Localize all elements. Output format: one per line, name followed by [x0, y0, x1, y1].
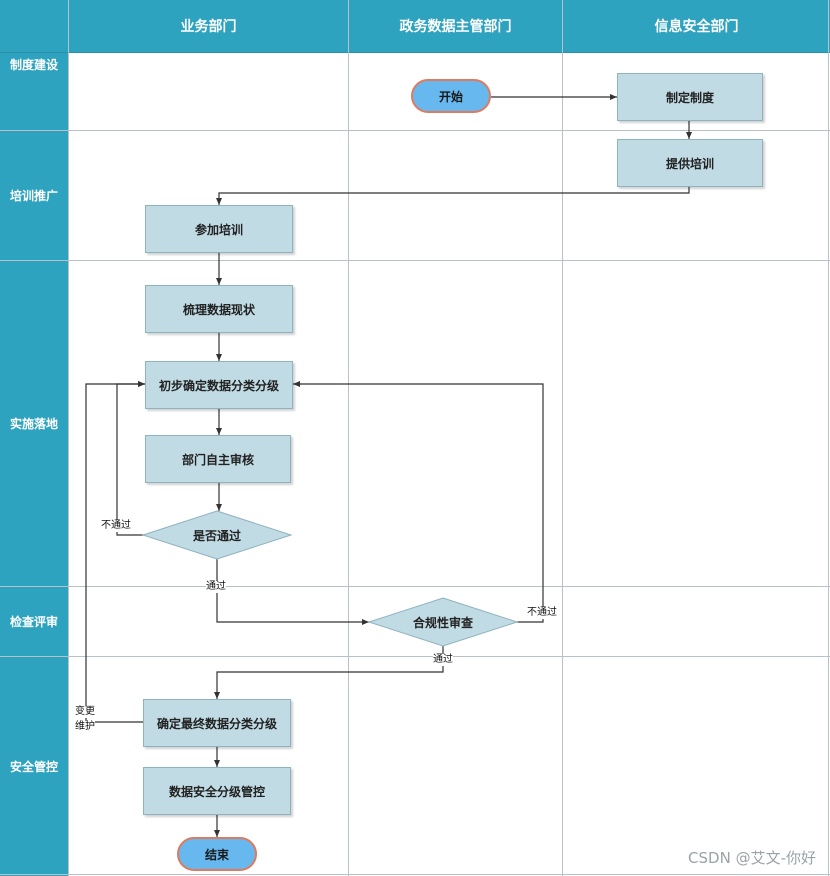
lane-header-security: 安全管控: [0, 657, 68, 876]
sort-data-box: 梳理数据现状: [145, 285, 293, 333]
edge-decision-not-passed: [116, 381, 145, 536]
edge-compliance-passed: [214, 646, 444, 699]
edge-training-to-attend: [216, 187, 690, 205]
decision-passed-label: 是否通过: [192, 528, 241, 543]
lane-divider: [0, 130, 830, 131]
edge-compliance-not-passed: [293, 381, 544, 623]
decision-diamond-compliance: [367, 597, 519, 647]
self-review-box: 部门自主审核: [145, 435, 291, 483]
column-divider: [68, 0, 69, 876]
column-header-info-sec: 信息安全部门: [563, 0, 830, 52]
lane-header-training: 培训推广: [0, 131, 68, 260]
column-divider: [562, 0, 563, 876]
edge-final-change: [85, 381, 145, 723]
edge-decision-passed: [216, 559, 369, 625]
lane-divider: [0, 656, 830, 657]
end-terminal: 结束: [177, 837, 257, 871]
provide-training-box: 提供培训: [617, 139, 763, 187]
column-divider: [828, 0, 829, 876]
attend-training-box: 参加培训: [145, 205, 293, 253]
security-control-box: 数据安全分级管控: [143, 767, 291, 815]
edge-label-maintain: 维护: [75, 721, 95, 733]
edge-label-not-passed-2: 不通过: [527, 607, 557, 619]
start-terminal: 开始: [411, 79, 491, 113]
decision-diamond-passed: [141, 510, 293, 560]
column-divider: [348, 0, 349, 876]
edge-label-passed-2: 通过: [433, 654, 453, 666]
edge-label-change: 变更: [75, 706, 95, 718]
column-header-gov-data: 政务数据主管部门: [349, 0, 562, 52]
watermark: CSDN @艾文-你好: [688, 849, 816, 867]
lane-header-policy: 制度建设: [0, 0, 68, 130]
lane-divider: [0, 586, 830, 587]
lane-header-implementation: 实施落地: [0, 261, 68, 586]
column-header-business: 业务部门: [69, 0, 348, 52]
lane-divider: [0, 260, 830, 261]
edge-label-not-passed-1: 不通过: [101, 520, 131, 532]
edge-label-passed-1: 通过: [206, 581, 226, 593]
final-classify-box: 确定最终数据分类分级: [143, 699, 291, 747]
make-policy-box: 制定制度: [617, 73, 763, 121]
lane-divider: [0, 874, 830, 875]
lane-divider: [0, 52, 830, 53]
lane-header-review: 检查评审: [0, 587, 68, 656]
compliance-review-label: 合规性审查: [412, 615, 473, 630]
preliminary-classify-box: 初步确定数据分类分级: [145, 361, 293, 409]
